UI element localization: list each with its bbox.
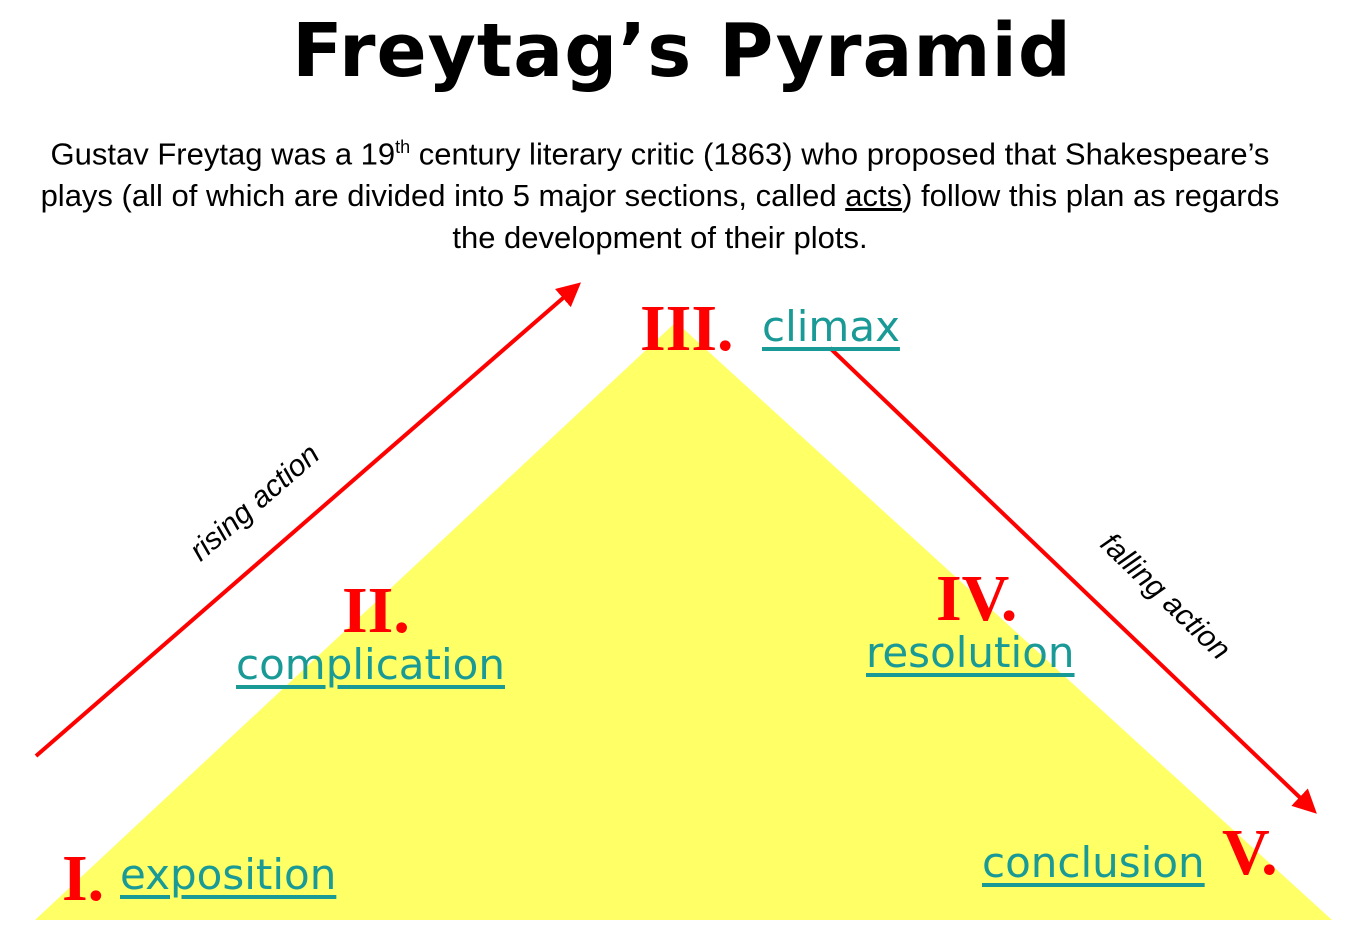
stage-5-term: conclusion (982, 838, 1205, 887)
stage-2-numeral: II. (342, 574, 410, 647)
intro-text-3: ) follow this plan as regards the develo… (452, 178, 1280, 256)
acts-term: acts (845, 178, 903, 214)
intro-text-2: century literary critic (1863) who propo… (40, 136, 1270, 214)
falling-action-arrow (828, 346, 1317, 814)
stage-3-term: climax (762, 302, 900, 351)
stage-4-numeral: IV. (936, 562, 1018, 635)
stage-2-term: complication (236, 640, 505, 689)
stage-1-term: exposition (120, 850, 337, 899)
stage-4-term: resolution (866, 628, 1075, 677)
rising-action-arrow (34, 282, 582, 758)
intro-paragraph: Gustav Freytag was a 19th century litera… (30, 126, 1290, 259)
stage-1-numeral: I. (62, 842, 105, 915)
intro-superscript: th (395, 137, 411, 157)
stage-5-numeral: V. (1222, 816, 1278, 889)
pyramid-triangle (35, 322, 1332, 920)
intro-text-1: Gustav Freytag was a 19 (50, 136, 396, 172)
page-title: Freytag’s Pyramid (292, 8, 1072, 94)
stage-3-numeral: III. (640, 292, 734, 365)
